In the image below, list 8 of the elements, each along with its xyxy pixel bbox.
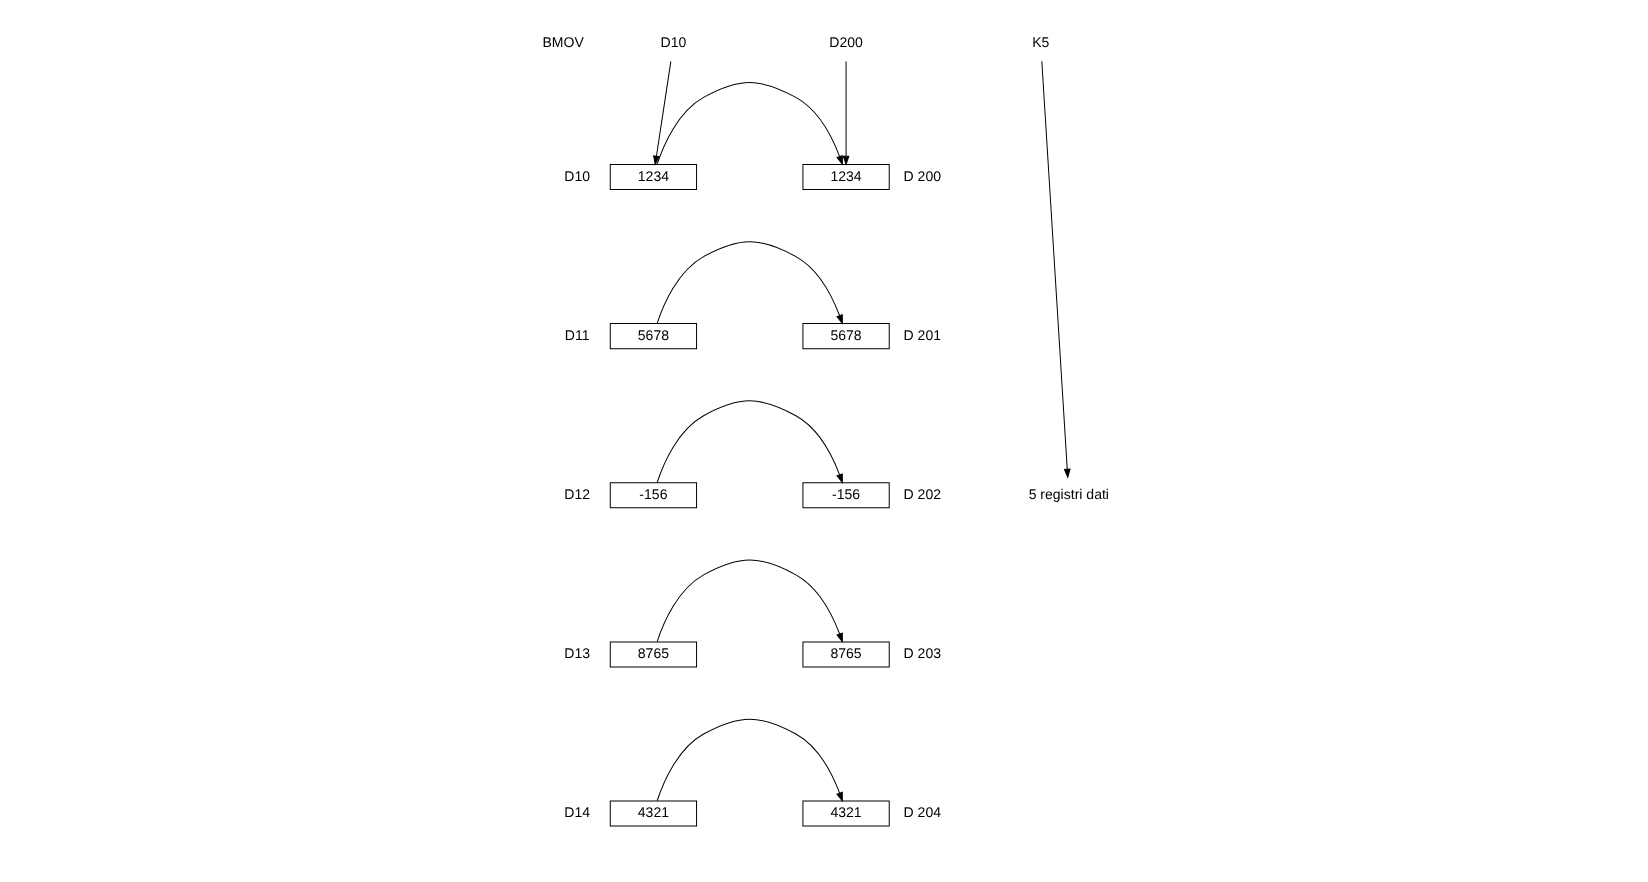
arrow [842,60,850,165]
arrow [656,400,843,483]
arrow [656,82,843,165]
arrow [1041,60,1071,478]
arrow [656,241,843,324]
arrow [653,60,672,165]
arrow [656,559,843,643]
arrow [656,718,843,802]
